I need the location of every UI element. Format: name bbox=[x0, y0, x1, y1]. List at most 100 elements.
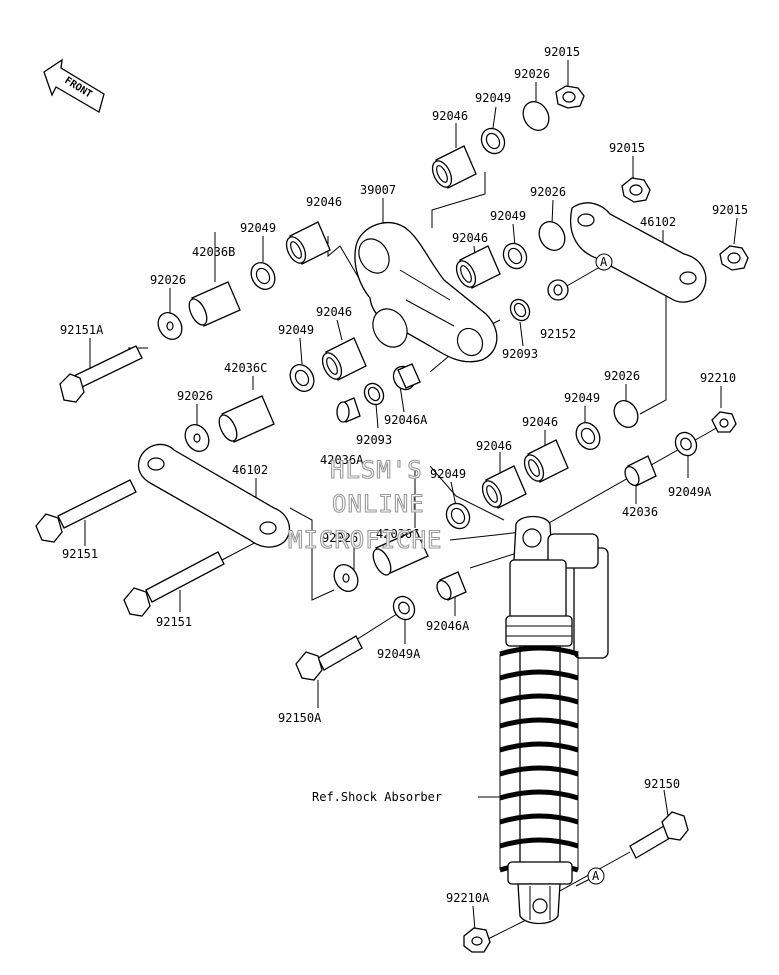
part-label[interactable]: 42036C bbox=[376, 527, 419, 541]
part-label[interactable]: 92150A bbox=[278, 711, 322, 725]
nut-92015-mid bbox=[621, 177, 651, 203]
bearing-92046-top bbox=[431, 145, 477, 189]
part-label[interactable]: 92046A bbox=[384, 413, 428, 427]
part-label[interactable]: 92150 bbox=[644, 777, 680, 791]
part-label[interactable]: 42036C bbox=[224, 361, 267, 375]
bearing-92046A-upper bbox=[392, 363, 421, 391]
bolt-92151A bbox=[59, 345, 143, 403]
bearing-92046-upper-left bbox=[285, 221, 331, 265]
part-label[interactable]: 42036 bbox=[622, 505, 658, 519]
part-label[interactable]: 42036B bbox=[192, 245, 235, 259]
part-label[interactable]: 92049 bbox=[430, 467, 466, 481]
washer-92026-mid bbox=[538, 221, 566, 251]
marker-a-upper: A bbox=[595, 253, 613, 271]
part-label[interactable]: 92049A bbox=[377, 647, 421, 661]
collar-42036 bbox=[624, 455, 657, 487]
part-label[interactable]: 46102 bbox=[232, 463, 268, 477]
bearing-92046-mid bbox=[455, 245, 501, 289]
washer-92026-lower-left bbox=[184, 424, 210, 452]
watermark-line-1: HLSM'S bbox=[330, 456, 423, 484]
washer-92049A-lower bbox=[392, 595, 416, 621]
part-label[interactable]: 92049 bbox=[278, 323, 314, 337]
part-label[interactable]: 92026 bbox=[150, 273, 186, 287]
seal-92049-mid bbox=[502, 242, 528, 270]
watermark-line-2: ONLINE bbox=[332, 490, 425, 518]
bolt-92150A bbox=[295, 635, 363, 681]
seal-92049-right bbox=[575, 422, 601, 450]
nut-92210A bbox=[463, 927, 491, 953]
part-label[interactable]: 92093 bbox=[502, 347, 538, 361]
part-label[interactable]: 92152 bbox=[540, 327, 576, 341]
part-label[interactable]: 92093 bbox=[356, 433, 392, 447]
rocker-arm-39007 bbox=[354, 221, 498, 363]
part-label[interactable]: 92049 bbox=[564, 391, 600, 405]
seal-92049-center bbox=[445, 502, 471, 530]
ref-shock-absorber-label[interactable]: Ref.Shock Absorber bbox=[312, 790, 442, 804]
part-label[interactable]: 92046 bbox=[306, 195, 342, 209]
tie-rod-46102-upper bbox=[570, 202, 707, 303]
nut-92210 bbox=[711, 411, 737, 433]
marker-a-lower-label: A bbox=[592, 869, 600, 883]
part-label[interactable]: 92026 bbox=[604, 369, 640, 383]
part-labels: 92015 92026 92049 92046 92015 92026 9201… bbox=[60, 45, 748, 905]
bearing-92046A-lower bbox=[436, 571, 467, 601]
part-label[interactable]: 92026 bbox=[514, 67, 550, 81]
part-label[interactable]: 92210 bbox=[700, 371, 736, 385]
collar-42036A bbox=[336, 397, 361, 423]
shock-spring bbox=[499, 645, 579, 873]
part-label[interactable]: 39007 bbox=[360, 183, 396, 197]
part-label[interactable]: 92026 bbox=[530, 185, 566, 199]
part-label[interactable]: 92049 bbox=[475, 91, 511, 105]
part-label[interactable]: 42036A bbox=[320, 453, 364, 467]
part-label[interactable]: 46102 bbox=[640, 215, 676, 229]
part-label[interactable]: 92046 bbox=[316, 305, 352, 319]
bolt-92151-upper bbox=[35, 479, 137, 543]
part-label[interactable]: 92046 bbox=[476, 439, 512, 453]
marker-a-lower: A bbox=[587, 867, 605, 885]
bearing-92046-right bbox=[523, 439, 569, 483]
part-label[interactable]: 92049 bbox=[240, 221, 276, 235]
part-label[interactable]: 92049A bbox=[668, 485, 712, 499]
part-label[interactable]: 92046 bbox=[452, 231, 488, 245]
part-label[interactable]: 92049 bbox=[490, 209, 526, 223]
part-label[interactable]: 92015 bbox=[712, 203, 748, 217]
bearing-92046-lower-left bbox=[321, 337, 367, 381]
seal-92049-top bbox=[480, 127, 506, 155]
collar-42036C-lower bbox=[372, 529, 429, 576]
shock-absorber bbox=[499, 515, 609, 925]
part-label[interactable]: 92046A bbox=[426, 619, 470, 633]
nut-92015-top bbox=[555, 85, 585, 109]
tie-rod-46102-lower bbox=[137, 443, 291, 548]
bolt-92150 bbox=[629, 811, 689, 859]
part-label[interactable]: 92026 bbox=[322, 531, 358, 545]
part-label[interactable]: 92151A bbox=[60, 323, 104, 337]
collar-42036B bbox=[188, 281, 241, 327]
washer-92026-right bbox=[613, 400, 639, 428]
part-label[interactable]: 92151 bbox=[62, 547, 98, 561]
washer-92049A-right bbox=[674, 431, 698, 457]
part-label[interactable]: 92046 bbox=[522, 415, 558, 429]
washer-92026-top bbox=[522, 101, 550, 131]
seal-92093-lower bbox=[363, 382, 385, 406]
washer-92026-upper-left bbox=[157, 312, 183, 340]
part-label[interactable]: 92015 bbox=[544, 45, 580, 59]
front-arrow-icon: FRONT bbox=[43, 58, 105, 113]
seal-92049-lower-left bbox=[289, 364, 315, 392]
nut-92015-right bbox=[719, 245, 749, 271]
collar-42036C-upper bbox=[218, 395, 275, 443]
washer-92026-lower bbox=[333, 564, 359, 592]
bearing-92046-center bbox=[481, 465, 527, 509]
marker-a-upper-label: A bbox=[600, 255, 608, 269]
collar-92152 bbox=[547, 279, 569, 301]
part-label[interactable]: 92210A bbox=[446, 891, 490, 905]
part-label[interactable]: 92046 bbox=[432, 109, 468, 123]
part-label[interactable]: 92151 bbox=[156, 615, 192, 629]
part-label[interactable]: 92015 bbox=[609, 141, 645, 155]
bolt-92151-lower bbox=[123, 551, 225, 617]
seal-92093-upper bbox=[509, 298, 531, 322]
watermark-line-3: MICROFICHE bbox=[288, 526, 443, 554]
part-label[interactable]: 92026 bbox=[177, 389, 213, 403]
watermark: HLSM'S ONLINE MICROFICHE bbox=[287, 455, 443, 554]
seal-92049-upper-left bbox=[250, 262, 276, 290]
